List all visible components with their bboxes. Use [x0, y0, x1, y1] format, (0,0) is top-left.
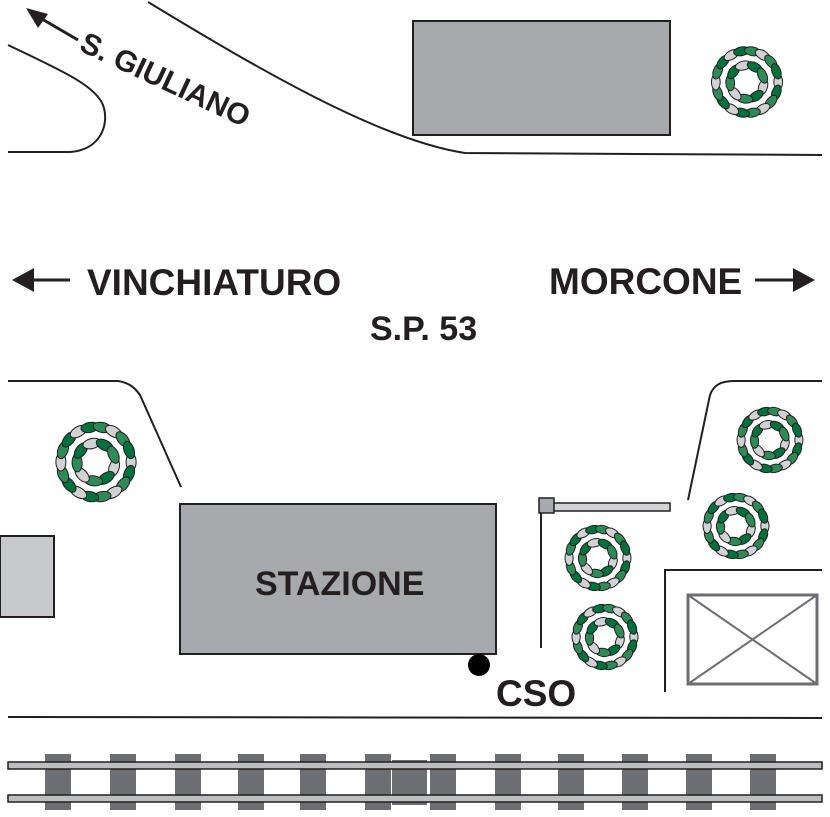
south-east-curb	[687, 380, 822, 501]
tree-icon	[571, 603, 639, 671]
east-direction-label: MORCONE	[549, 261, 742, 302]
east-enclosure	[664, 569, 822, 692]
tree-icon	[55, 421, 137, 503]
marker-label: CSO	[496, 673, 576, 714]
tree-leaf	[107, 445, 120, 464]
railway-track	[7, 754, 823, 810]
tree-icon	[564, 524, 632, 592]
north-road-outer-curb	[147, 1, 823, 156]
track-rail	[7, 794, 823, 803]
crossed-box-icon	[686, 593, 819, 686]
tree-icon	[736, 406, 804, 474]
tree-icon	[710, 46, 784, 118]
tree-leaf	[757, 508, 769, 524]
track-rail	[7, 761, 823, 770]
north-road-label: S. GIULIANO	[75, 26, 255, 133]
tree-leaf	[607, 544, 618, 560]
south-west-curb	[8, 380, 182, 488]
tree-leaf	[745, 512, 756, 528]
north-road-arrow-icon	[26, 8, 79, 42]
station-label: STAZIONE	[255, 565, 424, 603]
tree-leaf	[791, 422, 803, 438]
tree-leaf	[122, 440, 136, 460]
road-code-label: S.P. 53	[370, 310, 477, 348]
east-arrow-icon	[755, 268, 815, 292]
tree-leaf	[614, 623, 625, 639]
railway-boundary	[7, 716, 823, 719]
tree-leaf	[756, 67, 769, 84]
station-building	[179, 503, 497, 655]
tree-leaf	[779, 426, 790, 442]
west-direction-label: VINCHIATURO	[87, 262, 341, 303]
west-arrow-icon	[12, 268, 70, 292]
west-small-building	[0, 535, 55, 618]
level-crossing-barrier-icon	[538, 497, 671, 648]
tree-leaf	[619, 540, 631, 556]
north-building	[412, 20, 671, 136]
marker-dot-icon	[468, 654, 490, 676]
north-road-inner-curb	[7, 44, 107, 153]
tree-icon	[702, 492, 770, 560]
tree-leaf	[770, 63, 782, 80]
tree-leaf	[626, 619, 638, 635]
